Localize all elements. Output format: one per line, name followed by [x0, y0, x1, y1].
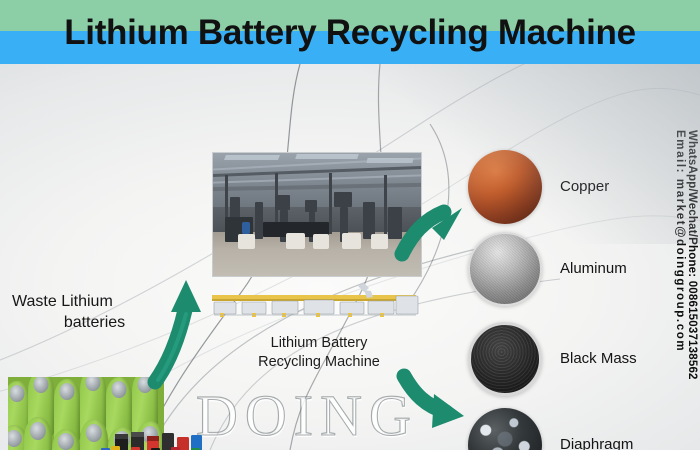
waste-label-line-2: batteries	[63, 313, 126, 331]
diaphragm-circle	[468, 408, 542, 450]
page-title: Lithium Battery Recycling Machine	[64, 12, 636, 52]
header-banner: Lithium Battery Recycling Machine	[0, 0, 700, 64]
lithium-cells-photo	[8, 377, 164, 450]
diagram-canvas: DOING	[0, 64, 700, 450]
black-mass-circle	[468, 322, 542, 396]
doing-watermark: DOING	[195, 382, 418, 448]
machine-caption: Lithium Battery Recycling Machine	[212, 334, 426, 371]
contact-email: Email: market@doinggroup.com	[674, 130, 686, 353]
label-copper: Copper	[560, 178, 610, 195]
contact-info: Email: market@doinggroup.com WhatsApp/We…	[658, 130, 698, 448]
header-green-band	[0, 0, 700, 31]
label-black-mass: Black Mass	[560, 350, 637, 367]
caption-line-2: Recycling Machine	[258, 353, 380, 370]
label-aluminum: Aluminum	[560, 260, 627, 277]
header-blue-band	[0, 31, 700, 64]
waste-batteries-label: Waste Lithium batteries	[12, 292, 177, 334]
label-diaphragm: Diaphragm	[560, 436, 634, 450]
waste-label-line-1: Waste Lithium	[12, 293, 113, 310]
aluminum-circle	[468, 232, 542, 306]
copper-circle	[468, 150, 542, 224]
machine-photo	[212, 152, 422, 277]
contact-phone: WhatsApp/Wechat/Phone: 008615037138562	[686, 130, 698, 380]
assorted-batteries-photo	[101, 432, 202, 450]
caption-line-1: Lithium Battery	[270, 335, 368, 351]
machine-lineart	[212, 283, 419, 317]
